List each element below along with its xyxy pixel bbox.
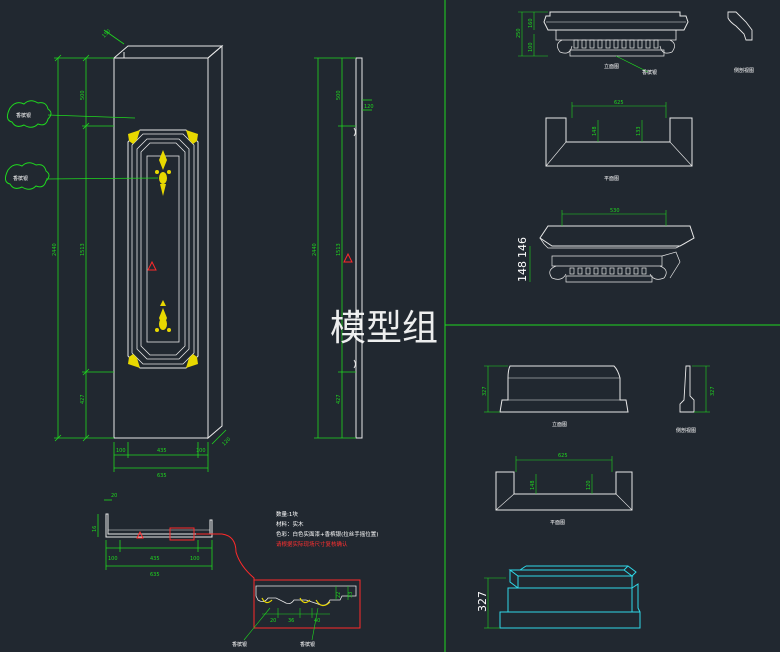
base-plan-dim-b: 120 [586,480,592,490]
cap-dim-height: 250 [516,28,522,38]
capital-iso-view: 530 148 146 [516,208,695,283]
base-plan-view: 625 148 120 平面图 [495,453,633,526]
main-vertical-dims [54,54,114,442]
panel-top-face [112,45,224,59]
cap-dim-lower: 100 [528,42,534,52]
side-dim-overall: 2440 [312,243,318,256]
callout-label-1: 香槟银 [16,112,31,119]
callout-cloud-1: 香槟银 [6,100,136,128]
moulding-detail: 20 36 40 33 22 香槟银 香槟银 [232,579,361,648]
base-side-label: 侧剖视图 [676,427,696,434]
dim-width-left: 100 [116,448,126,454]
cap-plan-dim-b: 133 [636,126,642,136]
detail-dim-2: 40 [314,618,320,624]
cap-front-label: 立面图 [604,63,619,70]
cap-dim-upper: 160 [528,18,534,28]
center-marker-icon [147,260,157,271]
cap-plan-dim-a: 148 [592,126,598,136]
plan-dim-left: 16 [92,526,98,532]
base-plan-label: 平面图 [550,520,565,526]
dim-overall-width: 635 [157,473,167,479]
note-finish: 色彩：白色实面漆+香槟银(拉丝手摇位置) [276,530,378,538]
callout-label-2: 香槟银 [13,175,28,182]
dim-top-depth: 150 [101,28,112,39]
detail-leader [196,533,255,590]
main-horizontal-dims [113,442,209,472]
base-plan-dim-width: 625 [558,453,568,459]
plan-dim-part-0: 100 [108,556,118,562]
dim-middle: 1513 [80,243,86,256]
detail-marker [169,527,195,541]
capital-plan-view: 625 148 133 平面图 [545,100,693,182]
side-dim-middle: 1513 [336,243,342,256]
side-marker-icon [343,252,353,263]
note-material: 材料：实木 [276,520,304,528]
side-elevation: 2440 500 1513 427 120 [312,57,374,439]
cap-plan-dim-width: 625 [614,100,624,106]
plan-dim-part-2: 100 [190,556,200,562]
dim-upper: 500 [80,90,86,100]
base-side-height: 327 [710,386,716,396]
dim-width-middle: 435 [157,448,167,454]
gold-ornaments [128,130,198,368]
plan-dim-part-1: 435 [150,556,160,562]
base-plan-dim-a: 148 [530,480,536,490]
base-front-height: 327 [482,386,488,396]
capital-front-view: 250 160 100 立面图 香槟银 [516,11,689,76]
base-3d-model [499,565,641,629]
detail-dim-4: 22 [336,592,342,598]
detail-callout-0: 香槟银 [232,641,247,648]
detail-dim-3: 33 [348,592,354,598]
cap-iso-dim-a: 148 [516,261,529,282]
side-dim-thickness: 120 [364,104,374,110]
callout-cloud-2: 香槟银 [4,162,159,190]
detail-dim-0: 20 [270,618,276,624]
note-quantity: 数量:1块 [276,510,298,518]
side-dim-upper: 500 [336,90,342,100]
side-profile [355,57,363,439]
detail-profile [255,585,357,606]
base-side-view: 327 侧剖视图 [676,365,716,434]
base-front-label: 立面图 [552,421,567,428]
spec-notes: 数量:1块 材料：实木 色彩：白色实面漆+香槟银(拉丝手摇位置) 请根据实际现场… [276,510,378,548]
watermark-text: 模型组 [330,308,438,349]
base-model-height: 327 [476,591,489,612]
dim-side-depth: 120 [221,436,232,447]
detail-frame [253,579,361,629]
cap-side-label: 侧剖视图 [734,67,754,74]
section-profile [105,513,213,538]
side-dim-lower: 427 [336,394,342,404]
note-warning: 请根据实际现场尺寸复核确认 [276,540,348,548]
dim-lower: 427 [80,394,86,404]
detail-dim-1: 36 [288,618,294,624]
dim-overall-height: 2440 [52,243,58,256]
cap-iso-dim-b: 146 [516,237,529,258]
plan-dim-top: 20 [111,493,117,499]
base-front-view: 327 立面图 [482,365,629,428]
capital-side-view: 侧剖视图 [727,11,754,74]
plan-dim-overall: 635 [150,572,160,578]
detail-callout-1: 香槟银 [300,641,315,648]
top-ornament-icon [159,150,167,170]
main-elevation: 香槟银 香槟银 2440 500 1513 427 150 [4,28,232,479]
plan-section: 20 16 100 435 100 635 [92,493,255,590]
cap-plan-label: 平面图 [604,176,619,182]
cap-front-callout: 香槟银 [642,69,657,76]
dim-width-right: 100 [196,448,206,454]
cap-iso-dim-width: 530 [610,208,620,214]
